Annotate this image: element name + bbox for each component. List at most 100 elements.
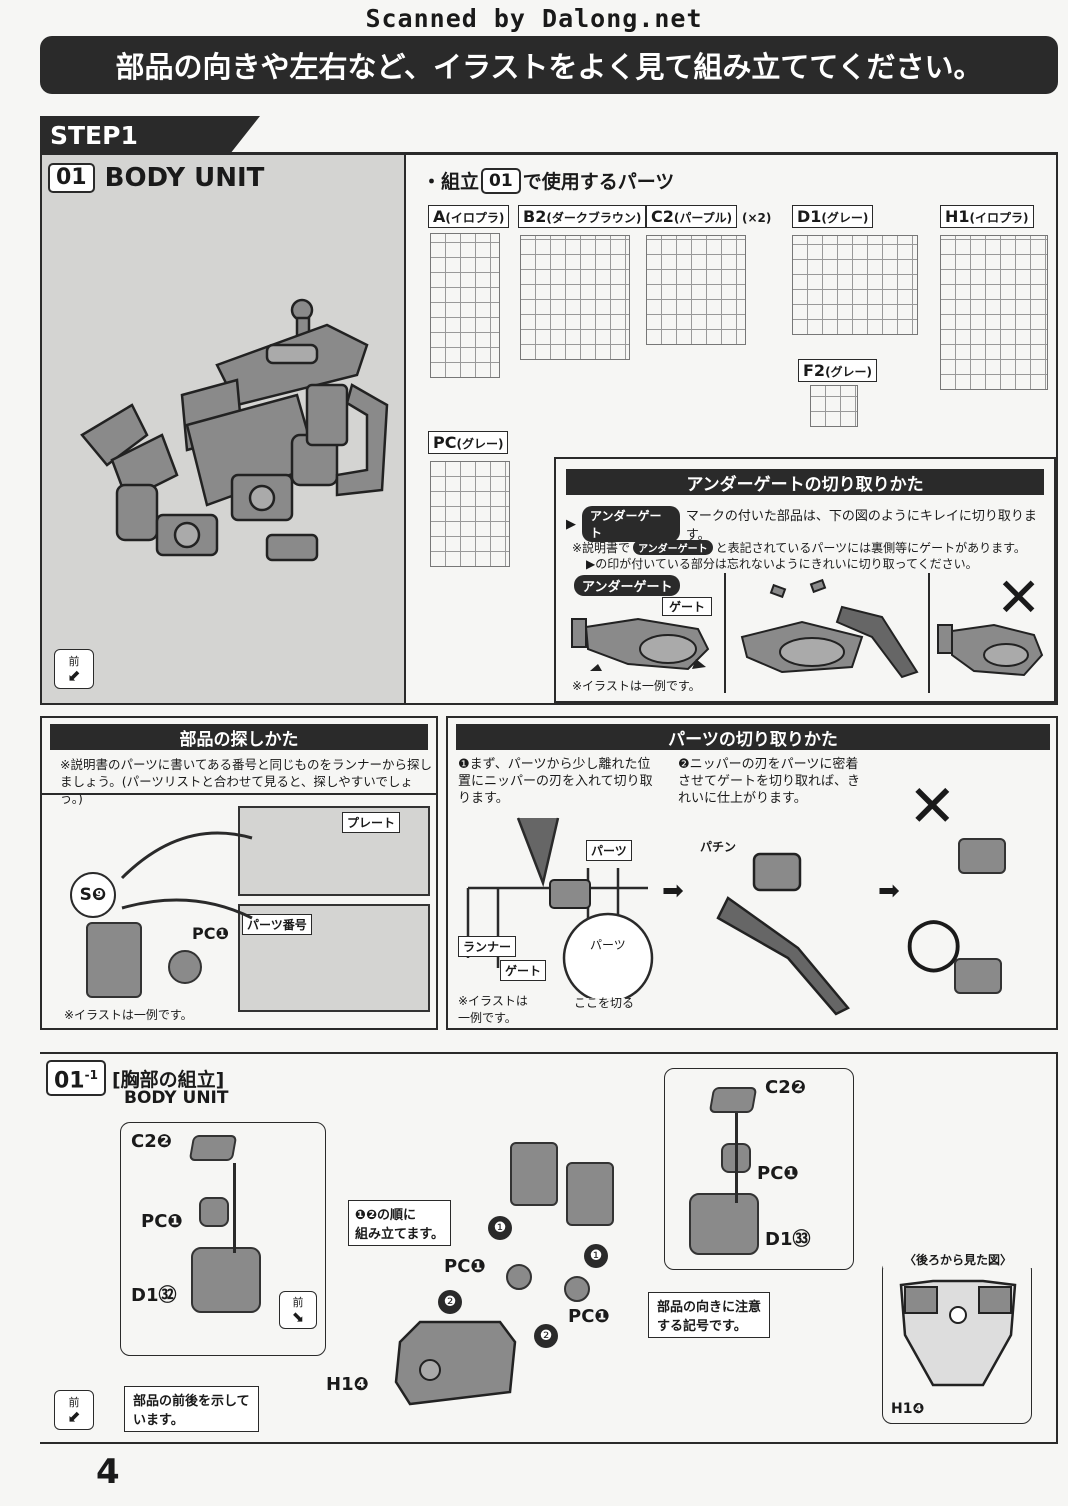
find-parts-title: 部品の探しかた — [50, 724, 428, 750]
section01-number: 01 — [48, 163, 95, 193]
front-note: 部品の前後を示して います。 — [124, 1386, 259, 1432]
body-unit-illustration — [80, 298, 389, 562]
center-part-left — [510, 1142, 558, 1206]
section011-number: 01-1 — [46, 1060, 106, 1097]
runner-c2-label: C2(パープル) — [646, 205, 738, 228]
under-gate-desc: マークの付いた部品は、下の図のようにキレイに切り取ります。 — [685, 509, 1037, 543]
center-step1-right: ❶ — [584, 1244, 608, 1268]
runner-h1 — [940, 235, 1048, 390]
right-c2-label: C2❷ — [765, 1077, 806, 1098]
cut-parts-cut-here: ここを切る — [574, 996, 635, 1010]
cut-parts-example: ※イラストは 一例です。 — [458, 994, 528, 1025]
find-parts-box: 部品の探しかた ※説明書のパーツに書いてある番号と同じものをランナーから探しまし… — [40, 716, 438, 1030]
under-gate-example: ※イラストは一例です。 — [572, 679, 701, 693]
cut-parts-bad-part — [958, 838, 1006, 874]
order-note: ❶❷の順に 組み立てます。 — [348, 1200, 452, 1246]
page-number: 4 — [96, 1452, 120, 1492]
find-parts-arrows — [120, 831, 253, 920]
find-parts-pc — [168, 950, 202, 984]
runner-f2 — [810, 385, 858, 427]
under-gate-nipper-illustration — [740, 578, 919, 679]
under-gate-note-mark: アンダーゲート — [633, 540, 713, 555]
left-d1-label: D1㉜ — [131, 1285, 177, 1306]
under-gate-note1b: と表記されているパーツには裏側等にゲートがあります。 — [715, 541, 1026, 555]
section01-panel: 01 BODY UNIT 前 ⬋ — [40, 155, 406, 705]
section011-panel: 01-1 [胸部の組立] BODY UNIT C2❷ PC❶ D1㉜ 前 ⬊ ❶… — [40, 1052, 1058, 1442]
center-pc-right-label: PC❶ — [568, 1306, 610, 1327]
under-gate-bad-illustration — [937, 623, 1044, 677]
runner-h1-label: H1(イロプラ) — [940, 205, 1034, 228]
back-view-h1-label: H1❹ — [891, 1401, 925, 1417]
left-pc-part — [199, 1197, 229, 1227]
runner-a-label: A(イロプラ) — [428, 205, 510, 228]
h1-label: H1❹ — [326, 1374, 369, 1395]
find-parts-part — [86, 922, 142, 998]
cut-parts-runner-label: ランナー — [458, 936, 517, 957]
right-subassembly: C2❷ PC❶ D1㉝ — [664, 1068, 854, 1270]
find-parts-plate-illustration — [238, 806, 430, 896]
footer-front-mark: 前 ⬋ — [54, 1390, 94, 1430]
runner-f2-label: F2(グレー) — [798, 359, 878, 382]
find-parts-s9-marker: S❾ — [70, 872, 116, 918]
cut-parts-step1-illustration — [466, 817, 654, 998]
cut-parts-good-mark: ○ — [904, 902, 964, 981]
right-d1-label: D1㉝ — [765, 1229, 811, 1250]
parts-used-prefix: ・組立 — [422, 171, 480, 193]
runner-d1 — [792, 235, 918, 335]
direction-note: 部品の向きに注意 する記号です。 — [648, 1292, 771, 1338]
cut-parts-arrow2: ➡ — [878, 876, 900, 906]
find-parts-plate-label: プレート — [342, 812, 401, 833]
section011-title: [胸部の組立] — [111, 1068, 225, 1091]
front-mark: 前 ⬋ — [54, 649, 94, 689]
cut-parts-title: パーツの切り取りかた — [456, 724, 1050, 750]
under-gate-title: アンダーゲートの切り取りかた — [566, 469, 1044, 495]
left-subassembly: C2❷ PC❶ D1㉜ 前 ⬊ — [120, 1122, 326, 1356]
center-pc-right — [564, 1276, 590, 1302]
find-parts-note: ※説明書のパーツに書いてある番号と同じものをランナーから探しましょう。(パーツリ… — [60, 757, 432, 806]
find-parts-pc-label: PC❶ — [192, 924, 230, 943]
left-c2-part — [188, 1135, 238, 1161]
under-gate-note2: ▶の印が付いている部分は忘れないようにきれいに切り取ってください。 — [586, 557, 978, 571]
warning-banner: 部品の向きや左右など、イラストをよく見て組み立ててください。 — [40, 36, 1058, 94]
cut-parts-snap: パチン — [700, 840, 737, 854]
cut-parts-box: パーツの切り取りかた ❶まず、パーツから少し離れた位置にニッパーの刃を入れて切り… — [446, 716, 1058, 1030]
cut-parts-step2: ❷ニッパーの刃をパーツに密着させてゲートを切り取れば、きれいに仕上がります。 — [678, 757, 861, 806]
step-divider — [40, 152, 1058, 155]
find-parts-example: ※イラストは一例です。 — [64, 1008, 193, 1022]
cut-parts-arrow1: ➡ — [662, 876, 684, 906]
cut-parts-good-part — [954, 958, 1002, 994]
under-gate-gate-label: ゲート — [662, 597, 713, 616]
left-c2-label: C2❷ — [131, 1131, 172, 1152]
center-step1-left: ❶ — [488, 1216, 512, 1240]
find-parts-number-label: パーツ番号 — [242, 914, 312, 935]
left-front-mark: 前 ⬊ — [279, 1291, 317, 1329]
runner-a — [430, 233, 500, 378]
center-pc-left-label: PC❶ — [444, 1256, 486, 1277]
runner-c2 — [646, 235, 746, 345]
center-step2-left: ❷ — [438, 1290, 462, 1314]
watermark: Scanned by Dalong.net — [365, 4, 703, 33]
parts-used-panel: ・組立 01 で使用するパーツ A(イロプラ) B2(ダークブラウン) C2(パ… — [406, 155, 1058, 705]
right-pc-label: PC❶ — [757, 1163, 799, 1184]
right-c2-part — [708, 1087, 758, 1113]
under-gate-box: アンダーゲートの切り取りかた ▶ アンダーゲート マークの付いた部品は、下の図の… — [554, 457, 1056, 703]
under-gate-part-illustration — [571, 617, 710, 671]
center-part-right — [566, 1162, 614, 1226]
cut-parts-parts-label: パーツ — [586, 840, 632, 861]
under-gate-tag: アンダーゲート — [574, 575, 681, 596]
cut-parts-step2-illustration — [716, 852, 850, 1016]
under-gate-bad-mark: ✕ — [996, 566, 1042, 629]
cut-parts-gate-label: ゲート — [500, 960, 547, 981]
cut-parts-step1: ❶まず、パーツから少し離れた位置にニッパーの刃を入れて切り取ります。 — [458, 757, 653, 806]
footer-line — [40, 1442, 1058, 1444]
center-step2-right: ❷ — [534, 1324, 558, 1348]
runner-b2 — [520, 235, 630, 360]
section01-title: BODY UNIT — [104, 163, 265, 193]
left-d1-part — [191, 1247, 261, 1313]
runner-b2-label: B2(ダークブラウン) — [518, 205, 647, 228]
back-view-title: 〈後ろから見た図〉 — [883, 1251, 1033, 1268]
under-gate-mark: アンダーゲート — [582, 506, 680, 542]
cut-parts-parts2-label: パーツ — [590, 938, 626, 952]
runner-c2-qty: (×2) — [742, 211, 772, 225]
runner-pc — [430, 461, 510, 567]
